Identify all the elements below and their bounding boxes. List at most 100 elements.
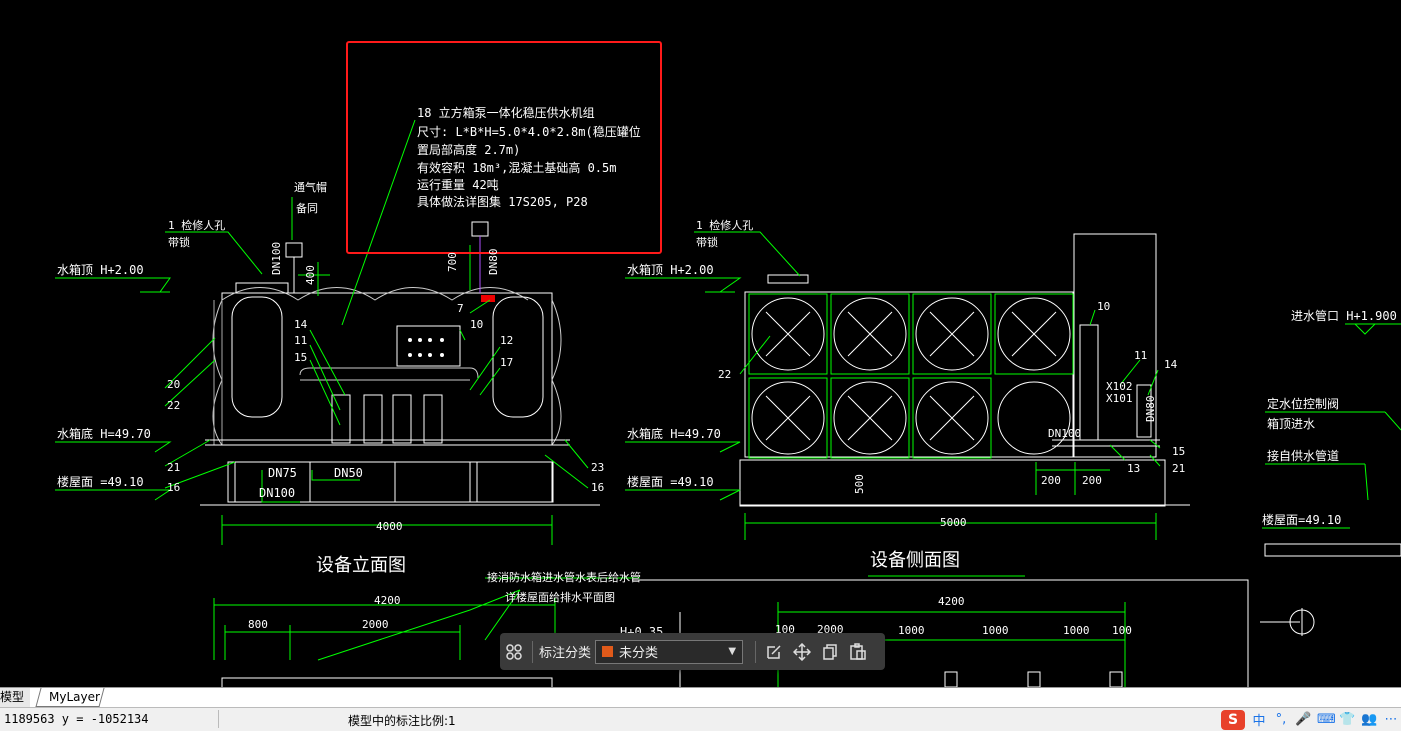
annotation-category-dropdown[interactable]: 未分类 ▼	[595, 639, 744, 664]
front-dn100-vent: DN100	[270, 242, 283, 275]
side-n15: 15	[1172, 445, 1185, 458]
side-n14: 14	[1164, 358, 1178, 371]
front-manhole: 1 检修人孔	[168, 218, 225, 232]
side-manhole-sub: 带锁	[696, 235, 718, 249]
toolbar-separator	[755, 640, 757, 663]
more-icon[interactable]: ⋯	[1384, 712, 1398, 727]
keyboard-icon[interactable]: ⌨	[1317, 712, 1336, 727]
grid-icon[interactable]	[500, 638, 528, 666]
bottom-note2: 详楼屋面给排水平面图	[505, 590, 615, 604]
front-texts: 1 检修人孔 带锁 通气帽 备同 DN100 DN80 400 700 水箱顶 …	[57, 180, 604, 576]
skin-icon[interactable]: 👕	[1339, 712, 1356, 727]
side-view-title: 设备侧面图	[870, 550, 960, 571]
bottom-dim-1000c: 1000	[1063, 624, 1090, 637]
front-n22: 22	[167, 399, 180, 412]
coordinate-readout: 1189563 y = -1052134	[4, 712, 149, 726]
side-dim-500: 500	[853, 474, 866, 494]
selection-box[interactable]	[346, 41, 662, 254]
layout-tab-bar: 模型 MyLayer	[0, 687, 1401, 708]
tab-mylayer[interactable]: MyLayer	[35, 688, 105, 707]
cad-canvas[interactable]: 18 立方箱泵一体化稳压供水机组 尺寸: L*B*H=5.0*4.0*2.8m(…	[0, 0, 1401, 687]
front-n7: 7	[457, 302, 464, 315]
front-vent: 通气帽	[294, 180, 327, 194]
category-selected-value: 未分类	[619, 646, 659, 661]
side-tank-bottom: 水箱底 H=49.70	[627, 426, 721, 441]
status-divider	[218, 710, 219, 728]
side-dim-200a: 200	[1041, 474, 1061, 487]
right-roof: 楼屋面=49.10	[1262, 512, 1341, 527]
bottom-dim-800: 800	[248, 618, 268, 631]
bottom-dim-4200-right: 4200	[938, 595, 965, 608]
front-n23: 23	[591, 461, 604, 474]
bottom-dim-4200-left: 4200	[374, 594, 401, 607]
front-dn80: DN80	[487, 249, 500, 276]
front-vent-sub: 备同	[296, 201, 318, 215]
front-n21: 21	[167, 461, 180, 474]
front-roof: 楼屋面 =49.10	[57, 474, 144, 489]
front-manhole-sub: 带锁	[168, 235, 190, 249]
tab-model[interactable]: 模型	[0, 688, 30, 707]
bottom-dim-100a: 100	[775, 623, 795, 636]
front-n10: 10	[470, 318, 483, 331]
front-n16b: 16	[591, 481, 604, 494]
bottom-dim-1000a: 1000	[898, 624, 925, 637]
status-bar: 1189563 y = -1052134 模型中的标注比例:1 S 中 °, 🎤…	[0, 707, 1401, 731]
bottom-dim-100b: 100	[1112, 624, 1132, 637]
tab-mylayer-label: MyLayer	[49, 690, 100, 704]
front-n11: 11	[294, 334, 307, 347]
front-n15: 15	[294, 351, 307, 364]
front-n14: 14	[294, 318, 308, 331]
note-block: 18 立方箱泵一体化稳压供水机组 尺寸: L*B*H=5.0*4.0*2.8m(…	[417, 105, 641, 209]
bottom-note1: 接消防水箱进水管水表后给水管	[487, 570, 641, 584]
side-tank-top: 水箱顶 H+2.00	[627, 262, 714, 277]
right-supply: 接自供水管道	[1267, 448, 1339, 463]
front-dn50: DN50	[334, 466, 363, 480]
side-texts: 1 检修人孔 带锁 水箱顶 H+2.00 水箱底 H=49.70 楼屋面 =49…	[627, 218, 1185, 571]
category-color-swatch	[602, 646, 614, 657]
annotation-category-label: 标注分类	[539, 646, 592, 661]
front-tank-top: 水箱顶 H+2.00	[57, 262, 144, 277]
right-inlet: 进水管口 H+1.900	[1291, 308, 1397, 323]
ime-tray: S 中 °, 🎤 ⌨ 👕 👥 ⋯	[1221, 709, 1401, 730]
toolbar-separator	[532, 640, 533, 663]
front-dim-700: 700	[446, 252, 459, 272]
right-level-valve: 定水位控制阀	[1267, 396, 1339, 411]
note-line-2: 尺寸: L*B*H=5.0*4.0*2.8m(稳压罐位	[417, 124, 641, 139]
front-leaders	[55, 119, 589, 545]
annotation-scale-text: 模型中的标注比例:1	[348, 714, 456, 728]
side-x102: X102	[1106, 380, 1133, 393]
note-line-6: 具体做法详图集 17S205, P28	[417, 194, 588, 209]
front-view	[200, 221, 600, 506]
front-n12: 12	[500, 334, 513, 347]
edit-icon[interactable]	[760, 638, 788, 666]
side-n13: 13	[1127, 462, 1140, 475]
ime-logo-icon[interactable]: S	[1221, 709, 1245, 730]
copy-icon[interactable]	[816, 638, 844, 666]
users-icon[interactable]: 👥	[1361, 712, 1378, 727]
red-marker	[481, 295, 495, 302]
bottom-plan-white	[221, 579, 1249, 687]
chevron-down-icon: ▼	[728, 646, 737, 657]
side-roof: 楼屋面 =49.10	[627, 474, 714, 489]
side-dn100: DN100	[1048, 427, 1081, 440]
side-manhole: 1 检修人孔	[696, 218, 753, 232]
front-n16: 16	[167, 481, 180, 494]
ime-language-icon[interactable]: 中	[1252, 714, 1266, 729]
roof-hatch	[1264, 543, 1401, 557]
microphone-icon[interactable]: 🎤	[1295, 712, 1312, 727]
front-n17: 17	[500, 356, 513, 369]
paste-icon[interactable]	[844, 638, 872, 666]
right-section	[1260, 323, 1401, 636]
front-n20: 20	[167, 378, 180, 391]
side-n10: 10	[1097, 300, 1110, 313]
move-icon[interactable]	[788, 638, 816, 666]
front-dim-400: 400	[304, 265, 317, 285]
ime-punctuation-icon[interactable]: °,	[1275, 712, 1287, 727]
note-line-4: 有效容积 18m³,混凝土基础高 0.5m	[417, 160, 616, 175]
note-line-5: 运行重量 42吨	[417, 178, 499, 192]
bottom-dim-1000b: 1000	[982, 624, 1009, 637]
front-tank-bottom: 水箱底 H=49.70	[57, 426, 151, 441]
note-line-1: 18 立方箱泵一体化稳压供水机组	[417, 105, 595, 120]
front-view-title: 设备立面图	[316, 555, 406, 576]
side-n21: 21	[1172, 462, 1185, 475]
